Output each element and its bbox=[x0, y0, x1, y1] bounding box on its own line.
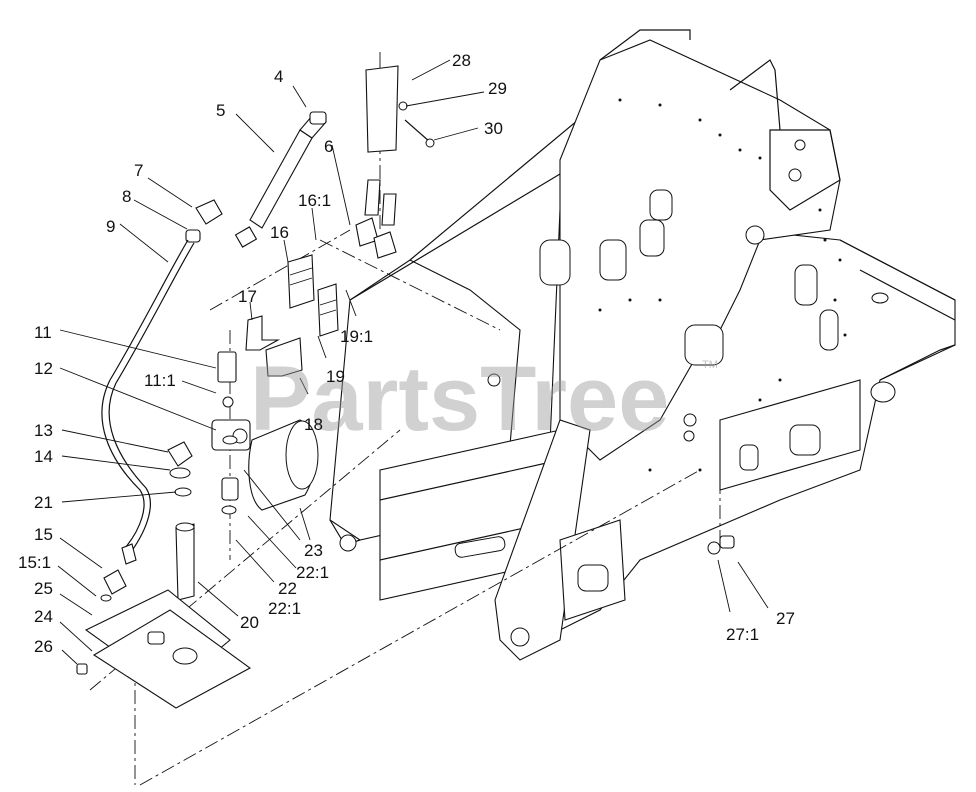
callout-18: 18 bbox=[304, 415, 323, 434]
callout-15-1: 15:1 bbox=[18, 553, 51, 572]
suction-tube-20 bbox=[175, 522, 195, 601]
callout-22: 22 bbox=[278, 579, 297, 598]
guard-28 bbox=[365, 52, 399, 153]
callout-17: 17 bbox=[238, 287, 257, 306]
fittings-22 bbox=[221, 435, 239, 515]
leader-lines bbox=[57, 59, 769, 665]
fitting-4 bbox=[309, 111, 327, 125]
cap-13-rings-14-21 bbox=[167, 441, 193, 497]
fittings-6 bbox=[355, 179, 397, 259]
fitting-8 bbox=[185, 229, 201, 243]
callout-26: 26 bbox=[34, 637, 53, 656]
callout-14: 14 bbox=[34, 447, 53, 466]
callout-23: 23 bbox=[304, 541, 323, 560]
quick-couplers-16-19 bbox=[287, 254, 339, 337]
callout-22-1-a: 22:1 bbox=[296, 563, 329, 582]
filter-23 bbox=[248, 419, 319, 511]
elbow-fitting-7 bbox=[195, 199, 223, 225]
callout-12: 12 bbox=[34, 359, 53, 378]
screw-26 bbox=[76, 663, 88, 675]
callout-27: 27 bbox=[776, 609, 795, 628]
fittings-27 bbox=[707, 535, 735, 555]
callout-24: 24 bbox=[34, 607, 53, 626]
callout-27-1: 27:1 bbox=[726, 625, 759, 644]
callout-11-1: 11:1 bbox=[144, 371, 176, 390]
pin-29-30 bbox=[398, 101, 435, 148]
brackets-17-18 bbox=[245, 315, 303, 377]
callout-30: 30 bbox=[484, 119, 503, 138]
watermark-trademark: TM bbox=[702, 359, 718, 371]
callout-16-1: 16:1 bbox=[298, 191, 331, 210]
callout-8: 8 bbox=[122, 187, 131, 206]
callout-11: 11 bbox=[34, 323, 52, 342]
tank-cover-25-gasket-24 bbox=[84, 589, 252, 709]
callout-5: 5 bbox=[216, 101, 225, 120]
elbow-15 bbox=[100, 543, 137, 602]
callout-19-1: 19:1 bbox=[340, 327, 373, 346]
callout-15: 15 bbox=[34, 525, 53, 544]
callout-19: 19 bbox=[326, 367, 345, 386]
callout-labels: 4 5 6 7 8 9 11 11:1 12 13 14 15 15:1 16 … bbox=[18, 51, 795, 656]
callout-21: 21 bbox=[34, 493, 53, 512]
callout-20: 20 bbox=[240, 613, 259, 632]
callout-29: 29 bbox=[488, 79, 507, 98]
callout-9: 9 bbox=[106, 217, 115, 236]
main-frame bbox=[329, 29, 956, 661]
valve-assembly-11-12 bbox=[211, 351, 251, 451]
callout-4: 4 bbox=[274, 67, 283, 86]
callout-25: 25 bbox=[34, 579, 53, 598]
callout-16: 16 bbox=[270, 223, 289, 242]
callout-6: 6 bbox=[324, 137, 333, 156]
callout-13: 13 bbox=[34, 421, 53, 440]
watermark: PartsTree bbox=[250, 348, 669, 450]
callout-22-1-b: 22:1 bbox=[268, 599, 301, 618]
hose-9 bbox=[101, 239, 195, 553]
callout-28: 28 bbox=[452, 51, 471, 70]
callout-7: 7 bbox=[134, 161, 143, 180]
